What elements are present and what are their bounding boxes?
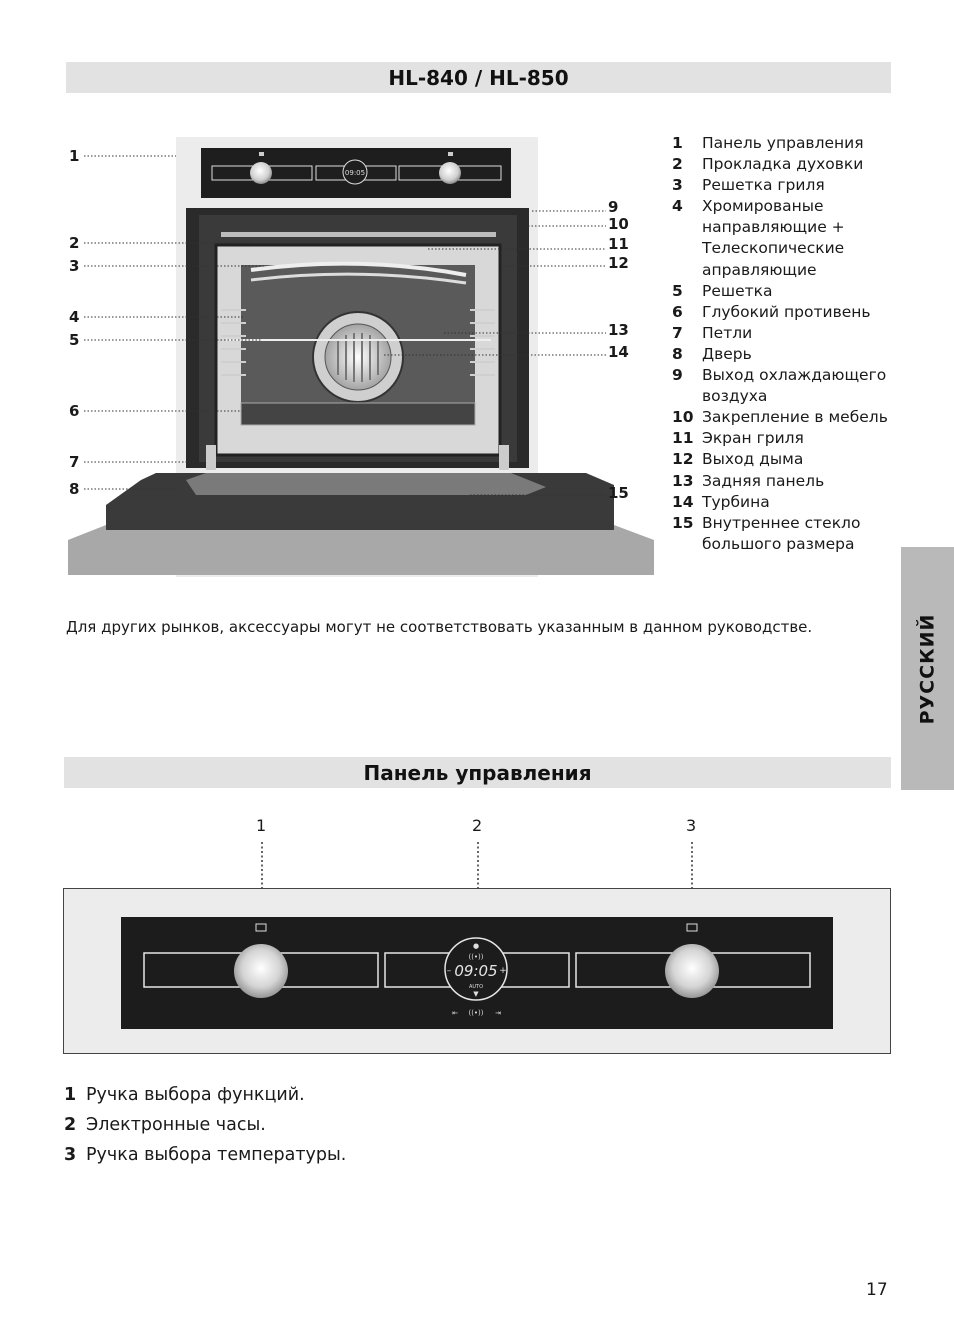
market-note: Для других рынков, аксессуары могут не с…: [66, 618, 813, 636]
function-knob: [234, 944, 288, 998]
callout-1: 1: [69, 147, 80, 165]
clock-time: 09:05: [454, 962, 497, 980]
clock-mode: AUTO: [469, 984, 483, 990]
callout-10: 10: [608, 215, 629, 233]
temperature-knob: [665, 944, 719, 998]
callout-11: 11: [608, 235, 629, 253]
section-title: Панель управления: [363, 760, 592, 785]
control-panel-illustration: ● ((•)) 09:05 AUTO – + ▼ ⇤ ((•)) ⇥: [63, 842, 891, 1054]
callout-8: 8: [69, 480, 80, 498]
language-tab: РУССКИЙ: [901, 547, 954, 790]
page-number: 17: [866, 1280, 888, 1300]
callout-4: 4: [69, 308, 80, 326]
svg-text:((•)): ((•)): [468, 1009, 483, 1017]
svg-text:–: –: [447, 966, 452, 976]
electronic-clock: [444, 937, 508, 1001]
page-title-bar: HL-840 / HL-850: [66, 62, 891, 93]
svg-text:●: ●: [473, 942, 479, 950]
panel-callout-3: 3: [686, 816, 697, 835]
callout-3: 3: [69, 257, 80, 275]
page-title: HL-840 / HL-850: [388, 65, 569, 90]
callout-7: 7: [69, 453, 80, 471]
callout-14: 14: [608, 343, 629, 361]
panel-callout-1: 1: [256, 816, 267, 835]
panel-callout-2: 2: [472, 816, 483, 835]
callout-2: 2: [69, 234, 80, 252]
svg-text:⇤: ⇤: [452, 1009, 458, 1017]
callout-5: 5: [69, 331, 80, 349]
callout-9: 9: [608, 198, 619, 216]
callout-15: 15: [608, 484, 629, 502]
svg-text:▼: ▼: [473, 990, 479, 998]
oven-display-time: 09:05: [345, 169, 365, 177]
svg-text:⇥: ⇥: [495, 1009, 501, 1017]
section-title-bar: Панель управления: [64, 757, 891, 788]
callout-13: 13: [608, 321, 629, 339]
oven-illustration: 09:05: [68, 137, 654, 577]
callout-12: 12: [608, 254, 629, 272]
svg-text:+: +: [499, 966, 507, 976]
callout-6: 6: [69, 402, 80, 420]
language-label: РУССКИЙ: [916, 613, 939, 724]
svg-text:((•)): ((•)): [468, 953, 483, 961]
